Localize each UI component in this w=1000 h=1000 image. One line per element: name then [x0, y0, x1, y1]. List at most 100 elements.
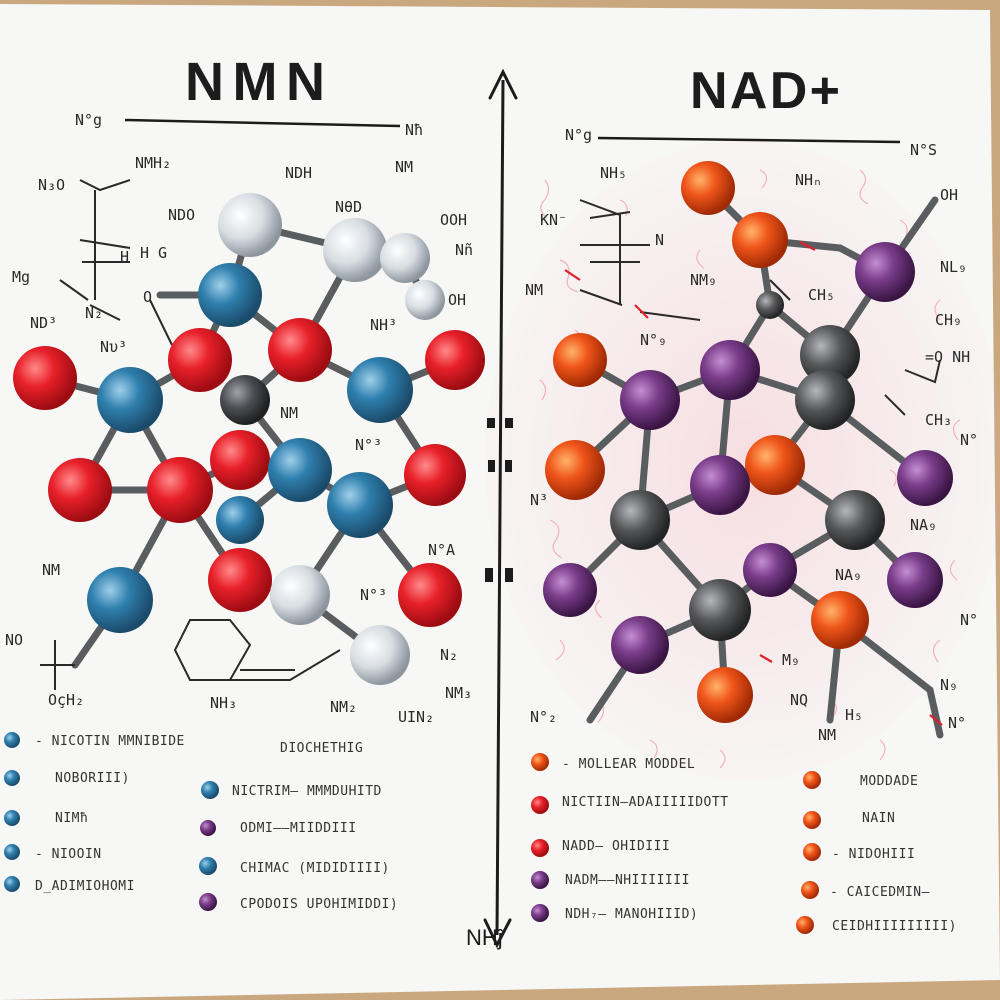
legend-label: - MOLLEAR MODDEL	[562, 757, 695, 772]
legend-dot	[201, 781, 219, 799]
legend-dot	[531, 904, 549, 922]
atom-white	[323, 218, 387, 282]
legend-label: NADM––NHIIIIIII	[565, 873, 690, 888]
legend-label: ODMI––MIIDDIII	[240, 821, 357, 836]
bottom-arrow-label: NHĵ	[466, 925, 504, 950]
atom-blue	[327, 472, 393, 538]
right-title: NAD+	[690, 62, 840, 120]
legend-middle: DIOCHETHIG NICTRIM– MMMDUHITD ODMI––MIID…	[199, 741, 398, 912]
legend-dot	[803, 771, 821, 789]
label: N°g	[75, 111, 102, 129]
legend-dot	[801, 881, 819, 899]
legend-label: CHIMAC (MIDIDIIII)	[240, 861, 390, 876]
atom-orange	[553, 333, 607, 387]
legend-dot	[4, 810, 20, 826]
right-skeleton-lines	[579, 199, 941, 416]
atom-purple	[543, 563, 597, 617]
legend-label: - CAICEDMIN–	[830, 885, 930, 900]
atom-orange	[545, 440, 605, 500]
atom-grey	[610, 490, 670, 550]
legend-label: - NIOOIN	[35, 847, 102, 862]
legend-dot	[531, 796, 549, 814]
label: OOH	[440, 211, 467, 229]
label: CH₃	[925, 411, 952, 429]
label: N°³	[360, 586, 387, 604]
atom-white	[405, 280, 445, 320]
label: NO	[5, 631, 23, 649]
legend-dot	[4, 770, 20, 786]
atom-blue	[198, 263, 262, 327]
legend-right: - MOLLEAR MODDEL NICTIIN–ADAIIIIIDOTT NA…	[531, 753, 729, 922]
label: N₃O	[38, 176, 65, 194]
right-red-accents	[564, 241, 943, 726]
legend-label: NDH₇– MANOHIIID)	[565, 907, 698, 922]
atom-blue	[216, 496, 264, 544]
label: KN⁻	[540, 211, 567, 229]
atom-red	[13, 346, 77, 410]
atom-red	[404, 444, 466, 506]
label: NM	[818, 726, 836, 744]
label: OH	[448, 291, 466, 309]
label: N₂	[440, 646, 458, 664]
label: NM	[395, 158, 413, 176]
atom-red	[48, 458, 112, 522]
legend-label: NICTIIN–ADAIIIIIDOTT	[562, 795, 729, 810]
atom-orange	[681, 161, 735, 215]
label: OçH₂	[48, 691, 84, 709]
legend-dot	[531, 871, 549, 889]
label: NH₃	[210, 694, 237, 712]
right-atoms	[543, 161, 953, 723]
atom-orange	[732, 212, 788, 268]
pink-haze	[485, 140, 1000, 780]
legend-label: CEIDHIIIIIIIII)	[832, 919, 957, 934]
legend-label: MODDADE	[860, 774, 918, 789]
atom-red	[268, 318, 332, 382]
label: NA₉	[835, 566, 862, 584]
atom-blue	[97, 367, 163, 433]
label: =O NH	[925, 348, 970, 366]
label: N°	[948, 714, 966, 732]
atom-grey	[795, 370, 855, 430]
legend-dot	[4, 844, 20, 860]
atom-grey	[825, 490, 885, 550]
label: H	[120, 248, 129, 266]
title-underlines	[124, 118, 901, 144]
label: NθD	[335, 198, 362, 216]
label: NH₅	[600, 164, 627, 182]
atom-red	[398, 563, 462, 627]
legend-dot	[199, 893, 217, 911]
legend-label: D_ADIMIOHOMI	[35, 879, 135, 894]
label: N₉	[940, 676, 958, 694]
legend-label: NAIN	[862, 811, 895, 826]
atom-purple	[855, 242, 915, 302]
atom-purple	[611, 616, 669, 674]
atom-orange	[811, 591, 869, 649]
label: NM	[42, 561, 60, 579]
atom-purple	[887, 552, 943, 608]
label: UIN₂	[398, 708, 434, 726]
label: N³	[530, 491, 548, 509]
legend-dot	[531, 753, 549, 771]
label: NL₉	[940, 258, 967, 276]
label: N°g	[565, 126, 592, 144]
atom-red	[208, 548, 272, 612]
legend-dot	[796, 916, 814, 934]
atom-white	[270, 565, 330, 625]
atom-orange	[697, 667, 753, 723]
label: N°S	[910, 141, 937, 159]
right-labels: N°g N°S NH₅ NHₙ OH KN⁻ N NL₉ NM₉ NM CH₅ …	[525, 126, 978, 744]
atom-blue	[268, 438, 332, 502]
atom-purple	[690, 455, 750, 515]
legend-dot	[803, 811, 821, 829]
divider-marks	[485, 418, 513, 582]
atom-purple	[743, 543, 797, 597]
label: N°	[960, 611, 978, 629]
label: NDH	[285, 164, 312, 182]
atom-blue	[347, 357, 413, 423]
legend-left: - NICOTIN MMNIBIDE NOBORIII) NIMħ - NIOO…	[4, 732, 184, 894]
label: NM	[280, 404, 298, 422]
atom-white	[380, 233, 430, 283]
label: NMH₂	[135, 154, 171, 172]
atom-purple	[897, 450, 953, 506]
label: N°₂	[530, 708, 557, 726]
